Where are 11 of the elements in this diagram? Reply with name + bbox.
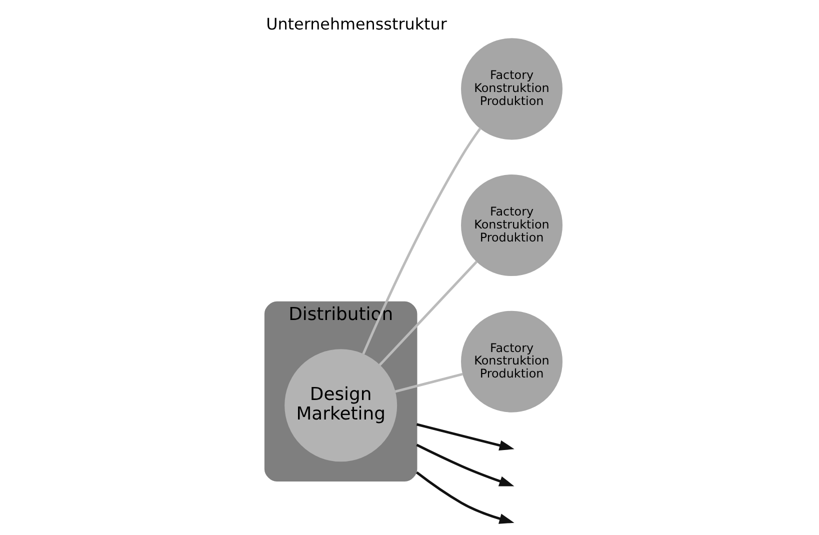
arrow: [416, 471, 514, 524]
connector: [362, 127, 482, 354]
arrow: [416, 444, 514, 486]
connector: [378, 260, 478, 366]
node-circle: Design Marketing: [284, 349, 398, 462]
connector: [394, 372, 464, 393]
node-circle: Factory Konstruktion Produktion: [461, 38, 563, 140]
diagram-title: Unternehmensstruktur: [266, 14, 447, 34]
arrow: [416, 423, 514, 451]
node-circle: Factory Konstruktion Produktion: [461, 310, 563, 412]
node-circle: Factory Konstruktion Produktion: [461, 174, 563, 276]
